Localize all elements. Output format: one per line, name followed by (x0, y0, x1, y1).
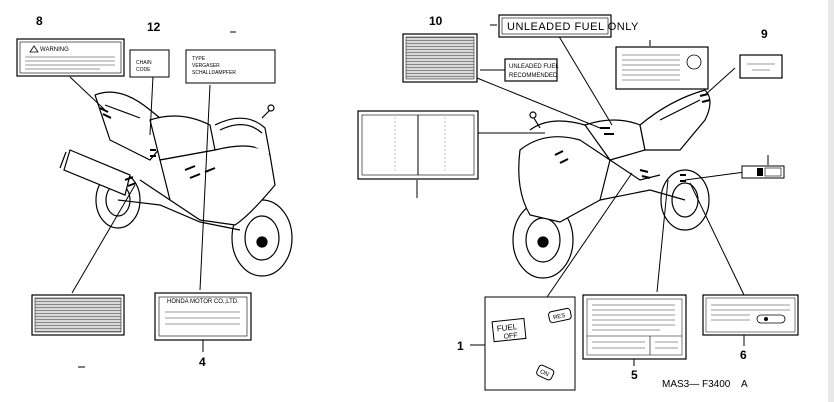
vergaser-text: VERGASER (192, 63, 220, 69)
label-two-panel-plate (357, 110, 479, 180)
label-12-chain-plate: CHAIN CODE (129, 49, 170, 78)
callout-5: 5 (631, 368, 638, 382)
type-text: TYPE (192, 56, 206, 62)
right-edge-strip (828, 0, 834, 402)
code-text: CODE (136, 67, 151, 73)
unleaded-only-text: UNLEADED FUEL ONLY (507, 21, 639, 33)
label-5-plate (582, 294, 687, 360)
label-1-fuel-valve-card: FUEL OFF RES ON (484, 296, 576, 391)
label-unleaded-recommended: UNLEADED FUEL RECOMMENDED (504, 58, 559, 82)
callout-6: 6 (740, 348, 747, 362)
callout-8: 8 (36, 14, 43, 28)
left-motorcycle-illustration (59, 91, 293, 277)
label-small-right-tag (741, 165, 785, 179)
honda-text: HONDA MOTOR CO.,LTD. (167, 299, 239, 305)
label-unleaded-fuel-only: UNLEADED FUEL ONLY (498, 14, 639, 38)
callout-10: 10 (429, 14, 443, 28)
right-motorcycle-illustration (512, 89, 711, 279)
on-text: ON (539, 369, 550, 378)
callout-4: 4 (199, 355, 206, 369)
callout-9: 9 (761, 27, 768, 41)
label-top-right-plate (615, 46, 709, 90)
label-8-warning-plate: WARNING (16, 38, 125, 77)
leader-lines (69, 24, 769, 352)
callout-1: 1 (457, 339, 464, 353)
off-text: OFF (503, 332, 518, 340)
fuel-text: FUEL (496, 322, 518, 333)
warning-triangle-icon (29, 45, 39, 53)
label-6-plate (702, 294, 799, 336)
label-10-plate (402, 33, 478, 83)
callout-12: 12 (147, 20, 161, 34)
res-text: RES (553, 313, 566, 321)
label-type-plate: TYPE VERGASER SCHALLDAMPFER (185, 31, 276, 84)
diagram-code-suffix: A (741, 379, 748, 390)
schalldampfer-text: SCHALLDAMPFER (192, 70, 236, 76)
unleaded-rec-line2: RECOMMENDED (509, 73, 558, 79)
warning-text: WARNING (40, 47, 69, 53)
chain-text: CHAIN (136, 60, 152, 66)
label-lower-left-plate (31, 294, 125, 368)
diagram-code: MAS3— F3400 (662, 379, 731, 390)
unleaded-rec-line1: UNLEADED FUEL (509, 64, 559, 70)
label-9-plate (739, 54, 783, 79)
label-4-honda-plate: HONDA MOTOR CO.,LTD. (154, 292, 252, 341)
